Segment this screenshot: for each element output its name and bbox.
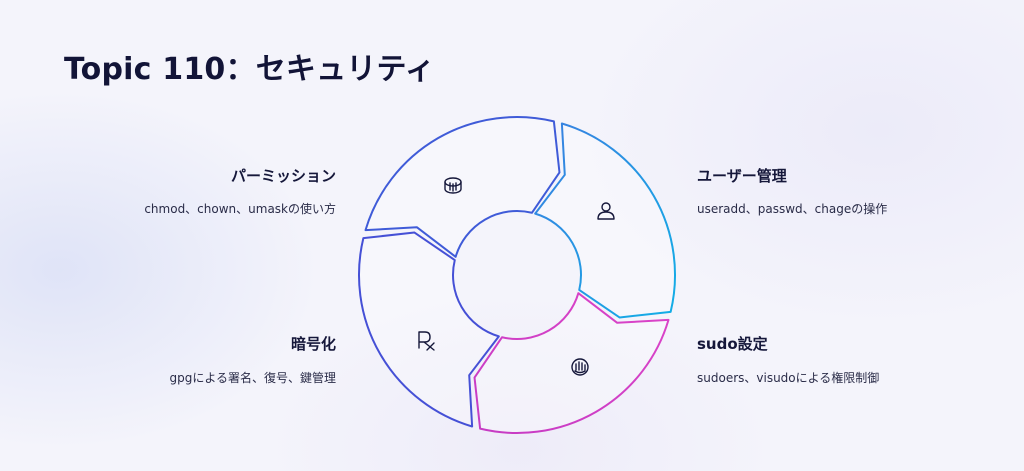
user-desc: useradd、passwd、chageの操作 xyxy=(697,202,888,216)
user-title: ユーザー管理 xyxy=(697,167,787,185)
permission-title: パーミッション xyxy=(230,167,336,185)
crypto-title: 暗号化 xyxy=(290,335,336,353)
segment-permission xyxy=(364,116,561,258)
segment-sudo xyxy=(473,292,670,434)
sudo-desc: sudoers、visudoによる権限制御 xyxy=(697,371,880,385)
rx-icon xyxy=(418,331,435,351)
hand-icon xyxy=(571,358,589,376)
database-icon xyxy=(444,177,462,194)
sudo-title: sudo設定 xyxy=(697,335,768,353)
page-title: Topic 110：セキュリティ xyxy=(64,52,436,87)
crypto-desc: gpgによる署名、復号、鍵管理 xyxy=(169,371,337,385)
permission-desc: chmod、chown、umaskの使い方 xyxy=(144,202,336,216)
segment-user xyxy=(534,122,676,319)
user-icon xyxy=(597,202,615,220)
segment-crypto xyxy=(358,231,500,428)
